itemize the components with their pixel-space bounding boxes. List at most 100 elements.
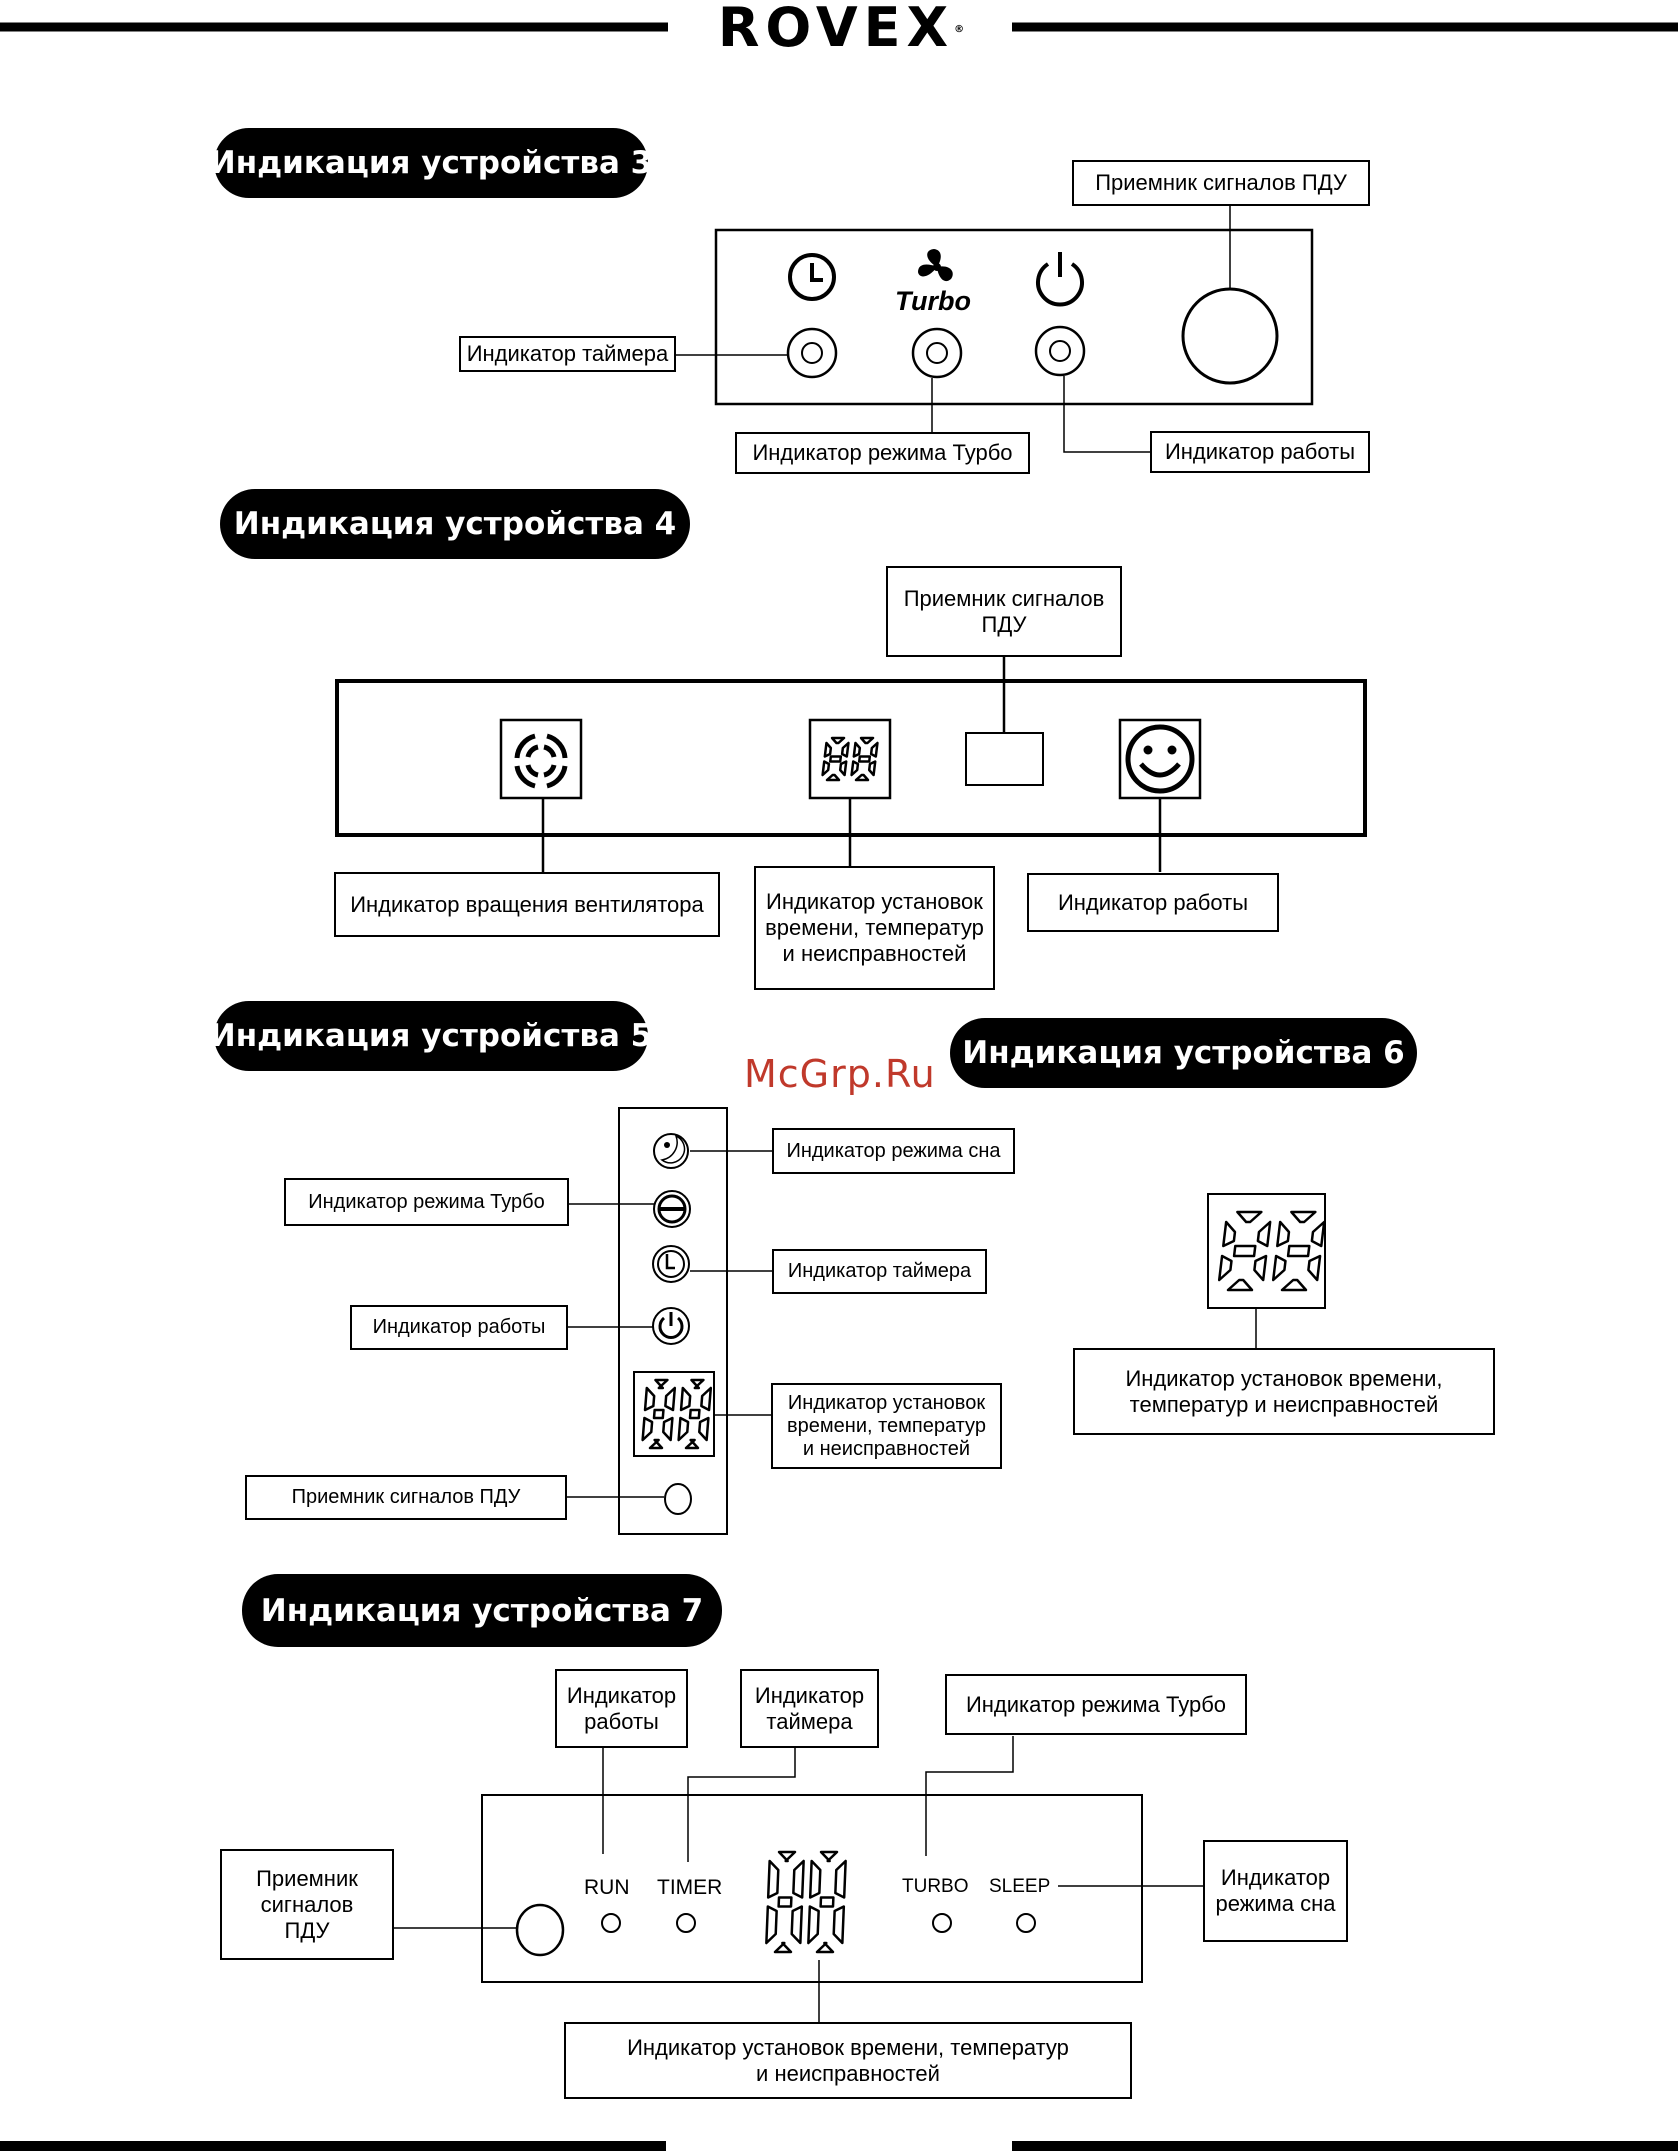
device7-timer-text: TIMER	[657, 1876, 723, 1899]
digit-segment	[834, 1859, 847, 1899]
device7-turbo-label: Индикатор режима Турбо	[945, 1674, 1247, 1735]
device5-display	[633, 1371, 715, 1457]
timer-clock-icon	[652, 1245, 690, 1283]
digit-segment	[807, 1905, 820, 1945]
device7-receiver-label: Приемник сигналов ПДУ	[220, 1849, 394, 1960]
digit-segment	[654, 1378, 669, 1390]
device7-panel	[393, 1736, 1203, 2022]
digit-segment	[1217, 1254, 1233, 1282]
device7-turbo-led	[932, 1913, 952, 1933]
device5-sleep-label: Индикатор режима сна	[772, 1128, 1015, 1174]
digit-segment	[825, 773, 841, 782]
device3-power-led	[1034, 325, 1086, 377]
power-icon	[652, 1307, 690, 1345]
digit-segment	[828, 755, 843, 763]
device5-panel	[566, 1107, 772, 1535]
device7-title: Индикация устройства 7	[242, 1574, 722, 1647]
smiley-icon	[1125, 724, 1195, 794]
turbo-badge-icon	[653, 1190, 691, 1228]
device6-settings-label: Индикатор установок времени, температур …	[1073, 1348, 1495, 1435]
brand-logo: ROVEX®	[717, 0, 965, 59]
digit-segment	[821, 760, 831, 777]
device3-turbo-led	[911, 327, 963, 379]
digit-segment	[857, 755, 872, 763]
device7-settings-label: Индикатор установок времени, температур …	[564, 2022, 1132, 2099]
fan-icon	[918, 249, 953, 282]
digit-segment	[662, 1416, 674, 1442]
digit-segment	[698, 1416, 710, 1442]
digit-segment	[1226, 1278, 1254, 1292]
digit-segment	[1307, 1254, 1322, 1282]
digit-segment	[830, 736, 846, 745]
device7-receiver-window	[515, 1903, 565, 1957]
digit-segment	[1256, 1220, 1272, 1248]
device6-digits	[1217, 1210, 1326, 1292]
digit-segment	[815, 1941, 835, 1954]
device3-title: Индикация устройства 3	[210, 128, 652, 198]
digit-segment	[664, 1386, 677, 1412]
device5-turbo-label: Индикатор режима Турбо	[284, 1178, 569, 1226]
digit-segment	[823, 741, 833, 758]
device7-turbo-text: TURBO	[902, 1876, 969, 1897]
digit-segment	[832, 1905, 846, 1945]
device7-power-label: Индикатор работы	[555, 1669, 688, 1748]
device4-title: Индикация устройства 4	[220, 489, 690, 559]
device4-power-label: Индикатор работы	[1027, 873, 1279, 932]
clock-icon	[788, 253, 836, 301]
digit-segment	[1236, 1210, 1263, 1224]
digit-segment	[1222, 1220, 1237, 1248]
digit-segment	[1280, 1278, 1308, 1292]
digit-segment	[765, 1905, 778, 1945]
device7-run-led	[601, 1913, 621, 1933]
digit-segment	[688, 1408, 701, 1420]
device7-timer-label: Индикатор таймера	[740, 1669, 879, 1748]
device7-sleep-label: Индикатор режима сна	[1203, 1840, 1348, 1942]
digit-segment	[838, 760, 848, 777]
digit-segment	[690, 1378, 705, 1390]
device4-receiver-window	[965, 732, 1044, 786]
digit-segment	[1290, 1210, 1317, 1224]
fan-rotation-icon	[514, 733, 568, 789]
device3-panel	[676, 204, 1314, 453]
digit-segment	[819, 1896, 835, 1908]
digit-segment	[643, 1386, 656, 1412]
digit-segment	[1271, 1254, 1287, 1282]
digit-segment	[679, 1386, 692, 1412]
device6-display	[1207, 1193, 1326, 1309]
device5-power-label: Индикатор работы	[350, 1305, 568, 1350]
device3-receiver-label: Приемник сигналов ПДУ	[1072, 160, 1370, 206]
digit-segment	[1286, 1244, 1311, 1258]
device4-display	[808, 718, 892, 800]
digit-segment	[1310, 1220, 1326, 1248]
device3-receiver-window	[1181, 287, 1279, 385]
digit-segment	[852, 741, 862, 758]
device7-run-text: RUN	[584, 1876, 630, 1899]
digit-segment	[677, 1416, 690, 1442]
digit-segment	[819, 1850, 839, 1863]
digit-segment	[850, 760, 860, 777]
digit-segment	[867, 760, 877, 777]
device3-timer-label: Индикатор таймера	[459, 336, 676, 372]
digit-segment	[854, 773, 870, 782]
device4-settings-label: Индикатор установок времени, температур …	[754, 866, 995, 990]
digit-segment	[684, 1438, 700, 1450]
device3-timer-led	[786, 327, 838, 379]
digit-segment	[652, 1408, 665, 1420]
digit-segment	[1276, 1220, 1291, 1248]
digit-segment	[648, 1438, 664, 1450]
device5-timer-label: Индикатор таймера	[772, 1249, 987, 1294]
digit-segment	[1253, 1254, 1268, 1282]
watermark: McGrp.Ru	[744, 1052, 936, 1096]
digit-segment	[790, 1905, 804, 1945]
device6-panel	[1207, 1193, 1326, 1348]
device5-settings-label: Индикатор установок времени, температур …	[771, 1383, 1002, 1469]
power-icon	[1036, 252, 1084, 307]
device5-receiver-label: Приемник сигналов ПДУ	[245, 1475, 567, 1520]
digit-segment	[773, 1941, 793, 1954]
digit-segment	[859, 736, 875, 745]
digit-segment	[766, 1859, 780, 1899]
device7-sleep-text: SLEEP	[989, 1876, 1051, 1897]
digit-segment	[869, 741, 879, 758]
sleep-moon-icon	[653, 1133, 689, 1169]
